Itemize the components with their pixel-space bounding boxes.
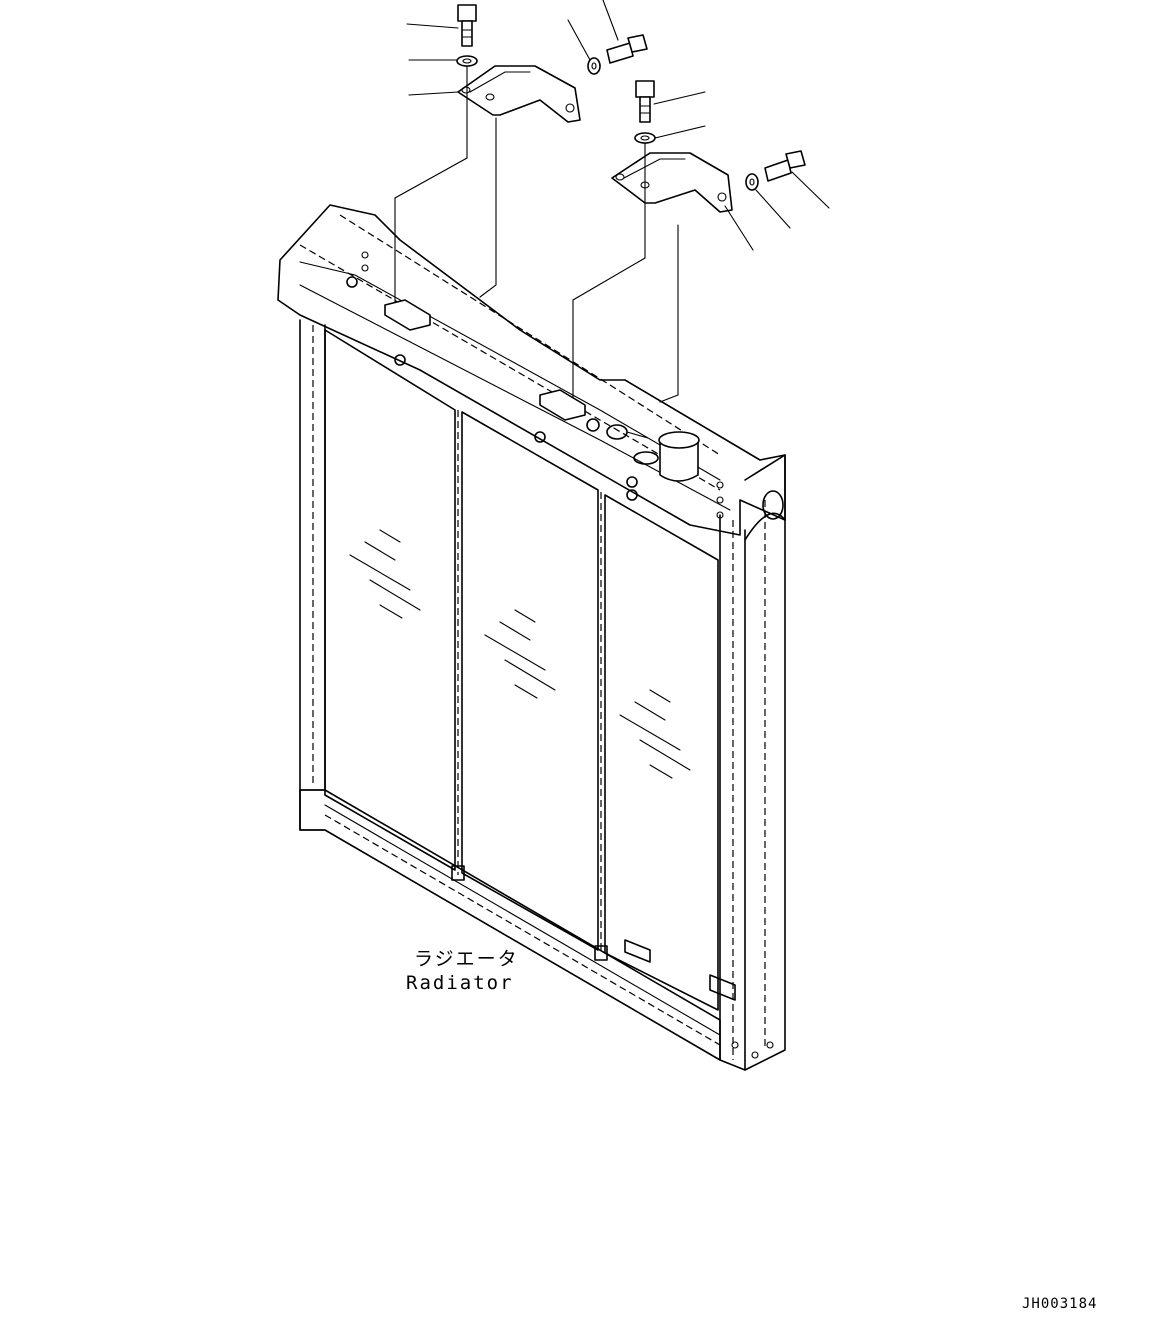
mount-pads (384, 299, 586, 421)
radiator-right-frame (719, 514, 746, 1071)
right-top-bolt (635, 80, 655, 123)
radiator-core-left (324, 329, 456, 871)
left-bracket (457, 65, 581, 123)
left-side-bolt (606, 34, 648, 64)
radiator-top-tank (277, 204, 786, 536)
radiator-assembly (277, 204, 786, 1071)
radiator-core-middle (461, 411, 599, 951)
left-top-washer (456, 55, 478, 67)
right-bracket (611, 152, 733, 213)
left-bracket-group (456, 4, 648, 123)
left-side-washer (587, 57, 601, 75)
left-top-bolt (457, 4, 477, 47)
filler-neck (659, 439, 699, 482)
radiator-left-frame (299, 319, 326, 791)
leader-lines (406, 0, 830, 251)
part-name-english: Radiator (406, 972, 514, 994)
right-side-bolt (764, 150, 806, 182)
part-name-japanese: ラジエータ (414, 948, 519, 970)
drawing-id: JH003184 (1022, 1296, 1098, 1312)
right-top-washer (634, 132, 656, 144)
radiator-core-right (604, 494, 719, 1011)
assembly-lines (394, 65, 679, 403)
right-side-washer (745, 173, 759, 191)
right-bracket-group (611, 80, 806, 213)
radiator-bottom-tank (299, 789, 721, 1061)
